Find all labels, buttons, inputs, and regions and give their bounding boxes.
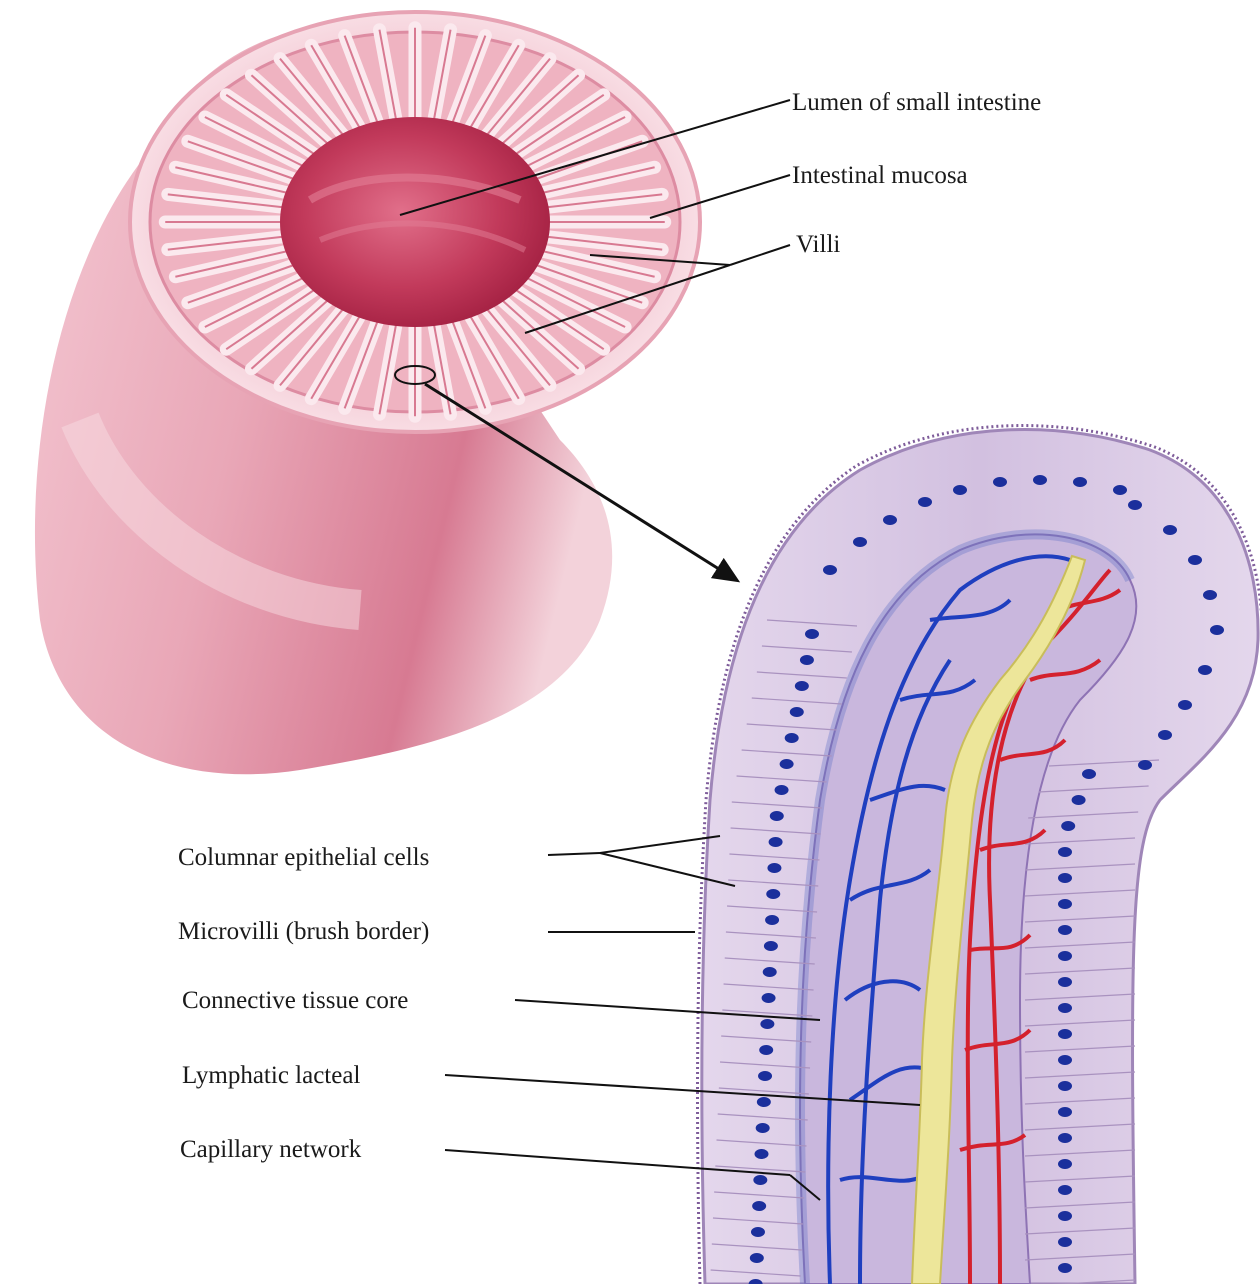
cell-nucleus — [1198, 665, 1212, 675]
cell-nucleus — [790, 707, 804, 717]
cell-nucleus — [1058, 847, 1072, 857]
cell-nucleus — [755, 1149, 769, 1159]
cell-nucleus — [1058, 1003, 1072, 1013]
cell-nucleus — [1058, 1055, 1072, 1065]
cell-nucleus — [769, 837, 783, 847]
cell-nucleus — [953, 485, 967, 495]
cell-nucleus — [993, 477, 1007, 487]
cell-nucleus — [1058, 1263, 1072, 1273]
label-columnar-epithelial-cells: Columnar epithelial cells — [178, 844, 429, 871]
cell-nucleus — [1113, 485, 1127, 495]
cell-nucleus — [760, 1019, 774, 1029]
cell-nucleus — [1058, 977, 1072, 987]
label-capillary-network: Capillary network — [180, 1136, 362, 1163]
cell-nucleus — [1058, 1185, 1072, 1195]
cell-nucleus — [1073, 477, 1087, 487]
cell-nucleus — [780, 759, 794, 769]
cell-nucleus — [795, 681, 809, 691]
cell-nucleus — [800, 655, 814, 665]
cell-nucleus — [1128, 500, 1142, 510]
cell-nucleus — [1058, 1107, 1072, 1117]
label-microvilli: Microvilli (brush border) — [178, 918, 429, 945]
cell-nucleus — [764, 941, 778, 951]
cell-nucleus — [1058, 1211, 1072, 1221]
enlarged-villus — [698, 426, 1260, 1284]
cell-nucleus — [1058, 1029, 1072, 1039]
cell-nucleus — [1203, 590, 1217, 600]
label-intestinal-mucosa: Intestinal mucosa — [792, 162, 968, 189]
cell-nucleus — [765, 915, 779, 925]
label-villi: Villi — [796, 231, 840, 258]
cell-nucleus — [918, 497, 932, 507]
cell-nucleus — [756, 1123, 770, 1133]
cell-nucleus — [763, 967, 777, 977]
cell-nucleus — [1061, 821, 1075, 831]
label-lymphatic-lacteal: Lymphatic lacteal — [182, 1062, 360, 1089]
cell-nucleus — [751, 1227, 765, 1237]
cell-nucleus — [1058, 1237, 1072, 1247]
cell-nucleus — [757, 1097, 771, 1107]
cell-nucleus — [1158, 730, 1172, 740]
cell-nucleus — [1163, 525, 1177, 535]
cell-nucleus — [759, 1045, 773, 1055]
cell-nucleus — [1138, 760, 1152, 770]
cell-nucleus — [762, 993, 776, 1003]
label-lumen: Lumen of small intestine — [792, 89, 1041, 116]
cell-nucleus — [1072, 795, 1086, 805]
cell-nucleus — [1188, 555, 1202, 565]
cell-nucleus — [1058, 951, 1072, 961]
cell-nucleus — [752, 1201, 766, 1211]
cell-nucleus — [1210, 625, 1224, 635]
cell-nucleus — [1058, 873, 1072, 883]
cell-nucleus — [823, 565, 837, 575]
cell-nucleus — [753, 1175, 767, 1185]
label-connective-tissue-core: Connective tissue core — [182, 987, 408, 1014]
cell-nucleus — [1058, 1133, 1072, 1143]
cell-nucleus — [883, 515, 897, 525]
cell-nucleus — [853, 537, 867, 547]
cell-nucleus — [758, 1071, 772, 1081]
cell-nucleus — [775, 785, 789, 795]
cell-nucleus — [1033, 475, 1047, 485]
cell-nucleus — [805, 629, 819, 639]
cell-nucleus — [1058, 1159, 1072, 1169]
cell-nucleus — [1178, 700, 1192, 710]
cell-nucleus — [1058, 1081, 1072, 1091]
cell-nucleus — [1058, 925, 1072, 935]
cell-nucleus — [767, 863, 781, 873]
cell-nucleus — [785, 733, 799, 743]
cell-nucleus — [1082, 769, 1096, 779]
intestine-cross-section — [130, 12, 700, 432]
cell-nucleus — [770, 811, 784, 821]
cell-nucleus — [766, 889, 780, 899]
cell-nucleus — [1058, 899, 1072, 909]
cell-nucleus — [750, 1253, 764, 1263]
